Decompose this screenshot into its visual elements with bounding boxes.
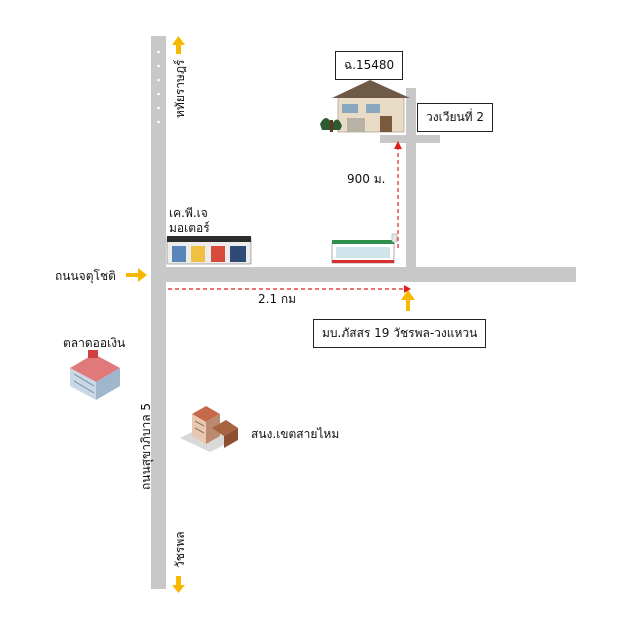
road-label-south: ถนนสุขาภิบาล 5 xyxy=(139,402,153,490)
road-label-north: หทัยราษฎร์ xyxy=(173,59,187,118)
route-arrowhead xyxy=(404,285,411,293)
road-vertical-right xyxy=(406,88,416,278)
main-road-distance: 2.1 กม xyxy=(258,292,297,306)
side-road-distance: 900 ม. xyxy=(347,172,386,186)
road-roundabout-cross xyxy=(380,135,440,143)
house-icon xyxy=(320,80,410,133)
convenience-store-icon xyxy=(331,233,398,264)
market-label: ตลาดออเงิน xyxy=(63,336,126,350)
route-line xyxy=(168,148,404,290)
office-building-icon xyxy=(180,406,238,452)
village-label: มบ.ภัสสร 19 วัชรพล-วงแหวน xyxy=(313,319,487,348)
market-building-icon xyxy=(70,350,120,400)
car-service-shop-icon xyxy=(166,236,252,265)
arrow-icon xyxy=(126,36,415,593)
roundabout-label: วงเวียนที่ 2 xyxy=(417,103,494,132)
road-dots xyxy=(157,50,160,124)
route-arrowhead xyxy=(394,141,402,149)
road-label-west-entry: ถนนจตุโชติ xyxy=(55,269,116,283)
road-label-bottom-end: วัชรพล xyxy=(173,531,187,568)
road-horizontal-main xyxy=(151,267,576,282)
house-code-label: ฉ.15480 xyxy=(335,51,404,80)
road-vertical-left xyxy=(151,36,166,589)
office-label: สนง.เขตสายไหม xyxy=(251,427,340,441)
car-shop-label: เค.พี.เจ มอเตอร์ xyxy=(169,206,210,235)
